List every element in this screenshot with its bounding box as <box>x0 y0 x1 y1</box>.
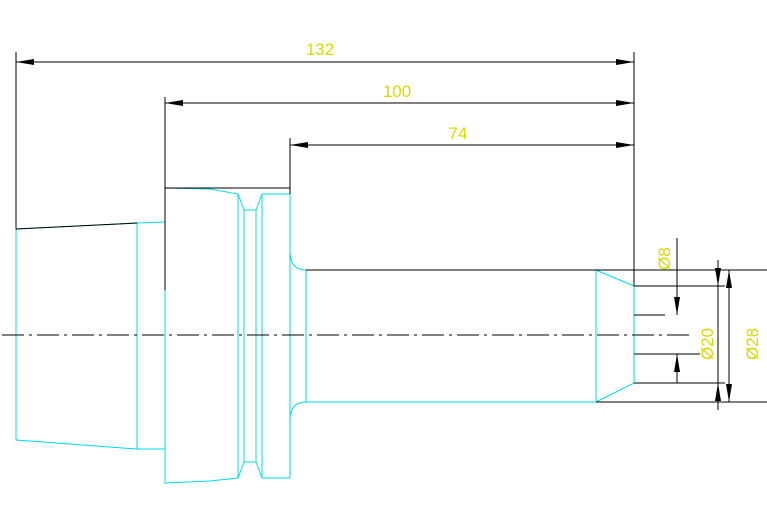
neck-fillet <box>289 250 307 421</box>
dim-dia-bore-text: Ø8 <box>655 247 674 270</box>
dim-neck: 74 <box>289 124 634 194</box>
dim-shank: 100 <box>164 82 634 290</box>
dim-dia-tip-text: Ø20 <box>698 328 717 360</box>
collar <box>262 193 291 479</box>
part-outline <box>15 187 635 484</box>
diameter-extension-lines <box>596 269 767 403</box>
neck <box>305 269 597 403</box>
dim-neck-text: 74 <box>449 124 468 143</box>
dim-overall: 132 <box>15 40 635 286</box>
dim-dia-neck-text: Ø28 <box>743 328 762 360</box>
dim-shank-text: 100 <box>383 82 411 101</box>
dim-dia-tip: Ø20 <box>698 260 721 410</box>
dim-overall-text: 132 <box>306 40 334 59</box>
dim-dia-bore: Ø8 <box>655 238 680 383</box>
taper-step-top <box>136 221 166 224</box>
v-groove <box>237 193 263 479</box>
tip-cone <box>595 269 635 403</box>
taper-shank <box>15 222 138 450</box>
taper-top-edge <box>15 222 138 230</box>
dim-dia-neck: Ø28 <box>726 270 762 402</box>
